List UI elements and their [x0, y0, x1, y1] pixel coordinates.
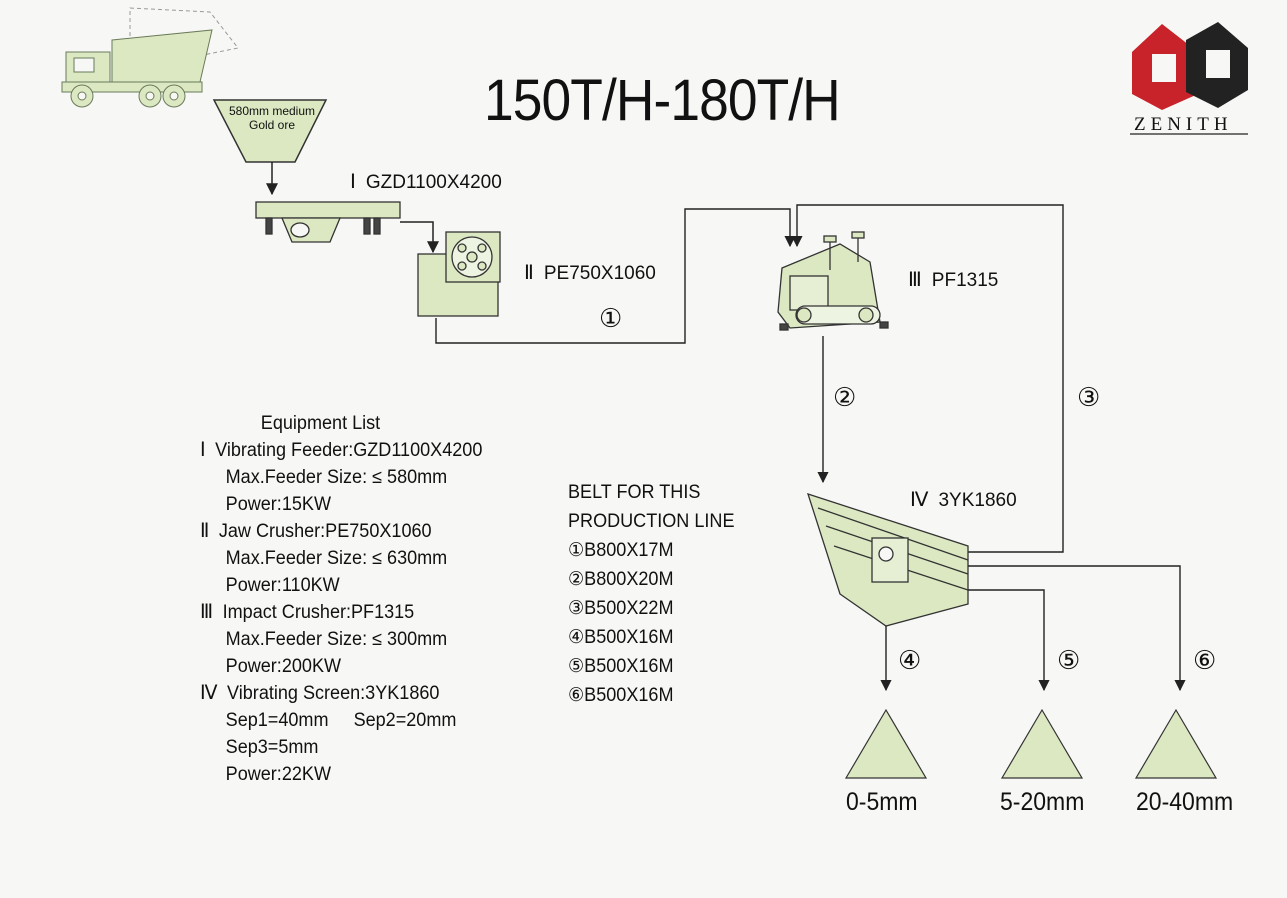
belt-marker-1: ① — [599, 304, 623, 334]
feed-hopper — [212, 99, 328, 163]
zenith-logo — [1130, 22, 1248, 135]
product-label-20-40: 20-40mm — [1136, 788, 1234, 816]
product-pile-5-20 — [1000, 708, 1084, 779]
belt-item: ③B500X22M — [568, 598, 674, 619]
equipment-row: Power:200KW — [225, 656, 342, 677]
belt-item: ②B800X20M — [568, 569, 674, 590]
vibrating-screen-icon — [806, 492, 969, 627]
belt-marker-2: ② — [833, 383, 857, 413]
impact-crusher-icon — [777, 231, 889, 331]
brand-name: ZENITH — [1134, 114, 1233, 135]
equipment-row: Power:22KW — [225, 764, 331, 785]
equipment-row: Sep3=5mm — [225, 737, 319, 758]
belt-item: ⑥B500X16M — [568, 685, 674, 706]
belt-marker-3: ③ — [1077, 383, 1101, 413]
vibrating-feeder-icon — [255, 201, 401, 243]
belt-list-heading-2: PRODUCTION LINE — [568, 511, 735, 532]
dump-truck-icon — [61, 7, 239, 108]
belt-5-line — [968, 589, 1050, 692]
product-label-0-5: 0-5mm — [846, 788, 918, 816]
belt-item: ①B800X17M — [568, 540, 674, 561]
belt-marker-6: ⑥ — [1193, 646, 1217, 676]
belt-item: ④B500X16M — [568, 627, 674, 648]
equipment-row: Power:110KW — [225, 575, 340, 596]
product-pile-20-40 — [1134, 708, 1218, 779]
belt-list-heading-1: BELT FOR THIS — [568, 482, 701, 503]
product-label-5-20: 5-20mm — [1000, 788, 1085, 816]
equipment-row: Max.Feeder Size: ≤ 300mm — [225, 629, 448, 650]
equipment-row: Power:15KW — [225, 494, 331, 515]
belt-item: ⑤B500X16M — [568, 656, 674, 677]
belt-marker-4: ④ — [898, 646, 922, 676]
belt-marker-5: ⑤ — [1057, 646, 1081, 676]
jaw-crusher-icon — [417, 231, 501, 317]
belt-6-line — [968, 565, 1186, 692]
equipment-row: Max.Feeder Size: ≤ 630mm — [225, 548, 448, 569]
equipment-row: Max.Feeder Size: ≤ 580mm — [225, 467, 448, 488]
belt-1-line — [435, 208, 796, 344]
belt-3-line — [791, 204, 1064, 553]
belt-list: BELT FOR THIS PRODUCTION LINE ①B800X17M … — [568, 478, 734, 710]
equipment-row: Sep1=40mm Sep2=20mm — [225, 710, 457, 731]
equipment-list-heading: Equipment List — [260, 413, 381, 434]
product-pile-0-5 — [844, 708, 928, 779]
page-title: 150T/H-180T/H — [484, 68, 841, 133]
